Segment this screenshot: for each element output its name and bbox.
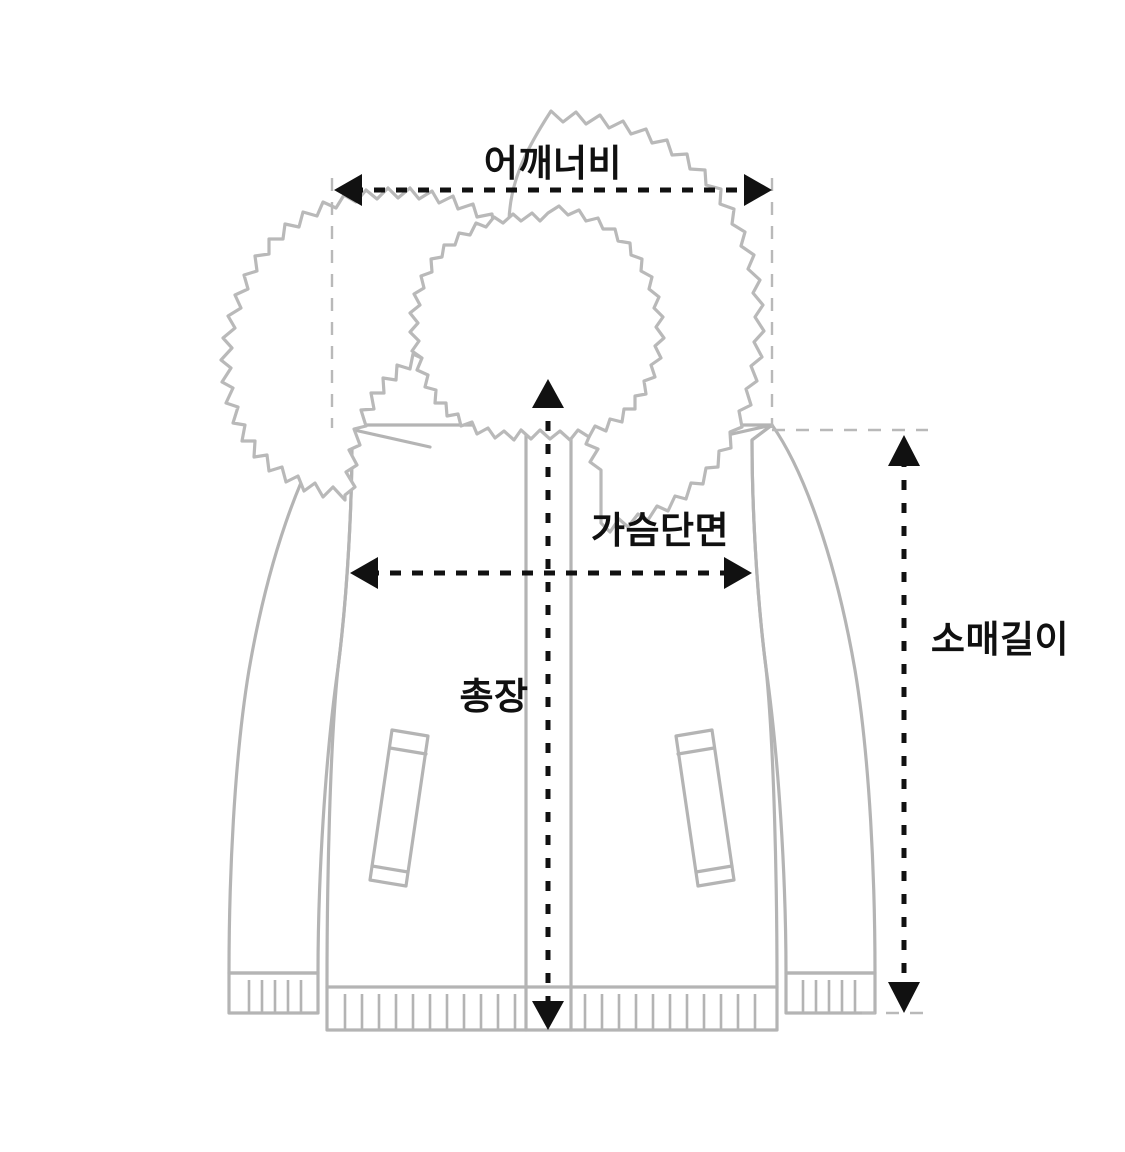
arrow-left-icon — [334, 174, 362, 206]
right-cuff-ribbing — [801, 980, 857, 1013]
arrow-up-icon — [888, 435, 920, 466]
left-welt-pocket — [368, 728, 430, 888]
arrow-right-icon — [724, 557, 752, 589]
arrow-up-icon — [532, 379, 564, 408]
left-cuff-ribbing — [247, 980, 303, 1013]
inner-fur-collar — [408, 204, 666, 442]
dimension-shoulder-width: 어깨너비 — [334, 143, 772, 206]
sleeve-length-label: 소매길이 — [931, 619, 1069, 660]
jacket-body-outline — [325, 423, 779, 1032]
dimension-total-length: 총장 — [459, 379, 564, 1030]
dimension-chest-width: 가슴단면 — [350, 510, 752, 589]
right-welt-pocket — [674, 728, 736, 888]
left-sleeve-outline — [227, 423, 354, 975]
right-sleeve-cuff — [784, 971, 877, 1015]
left-sleeve-cuff — [227, 971, 320, 1015]
arrow-right-icon — [744, 174, 772, 206]
chest-width-label: 가슴단면 — [591, 510, 729, 551]
dimension-sleeve-length: 소매길이 — [888, 435, 1069, 1013]
body-hem-ribbing — [325, 985, 779, 1030]
right-sleeve-outline — [750, 423, 877, 975]
extension-guide-lines — [330, 178, 928, 1015]
arrow-left-icon — [350, 557, 378, 589]
shoulder-width-label: 어깨너비 — [484, 143, 622, 184]
arrow-down-icon — [532, 1001, 564, 1030]
total-length-label: 총장 — [459, 676, 528, 717]
garment-illustration — [219, 109, 877, 1032]
arrow-down-icon — [888, 982, 920, 1013]
